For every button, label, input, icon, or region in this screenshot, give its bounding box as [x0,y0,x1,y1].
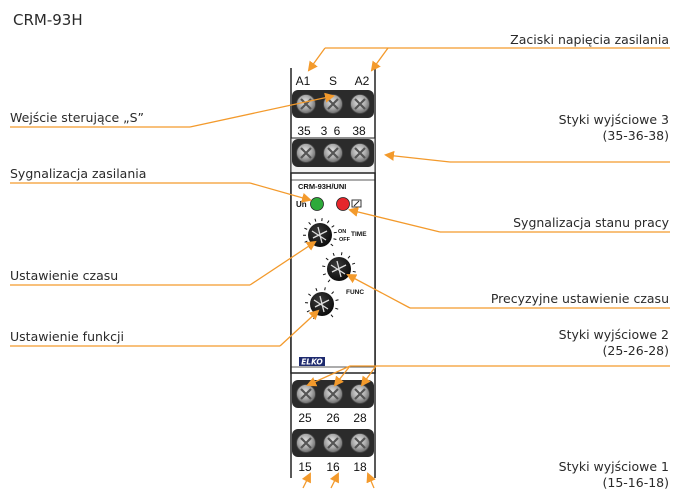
terminal-label-28: 28 [353,411,367,425]
svg-text:ELKO: ELKO [301,358,323,367]
time-label: TIME [351,231,367,238]
label-output2: Styki wyjściowe 2 [558,327,669,342]
label-function-setting: Ustawienie funkcji [10,329,124,344]
screw-middle-2 [323,384,343,404]
screw-middle-3 [350,384,370,404]
terminal-label-25: 25 [298,411,312,425]
screw-upper-1 [296,143,316,163]
terminal-label-38: 38 [352,124,366,138]
un-label: Un [296,200,307,209]
screw-upper-3 [350,143,370,163]
screw-middle-1 [296,384,316,404]
label-output1-pins: (15-16-18) [602,475,670,490]
state-led [336,197,350,211]
label-output1: Styki wyjściowe 1 [558,459,669,474]
time-knob-mark-icon [311,226,328,244]
func-knob-mark-icon [313,295,330,313]
terminal-label-a1: A1 [296,74,311,88]
screw-top-3 [350,94,370,114]
label-power-terminals: Zaciski napięcia zasilania [510,32,669,47]
screw-bottom-1 [296,433,316,453]
fine-knob-mark-icon [330,260,347,278]
page-title: CRM-93H [13,11,83,29]
screw-bottom-3 [350,433,370,453]
terminal-label-15: 15 [298,460,312,474]
power-led [310,197,324,211]
model-label: CRM-93H/UNI [298,182,346,191]
screw-upper-2 [323,143,343,163]
elko-logo: ELKO [299,357,325,367]
terminal-label-a2: A2 [355,74,370,88]
terminal-label-s: S [329,74,337,88]
label-control-input: Wejście sterujące „S” [10,110,145,125]
on-label: ON [338,229,346,235]
relay-symbol-icon [351,199,362,208]
func-label: FUNC [346,289,364,296]
leader-lines [10,47,670,489]
terminal-label-3: 3 [321,124,328,138]
terminal-label-35: 35 [297,124,311,138]
label-output2-pins: (25-26-28) [602,343,670,358]
label-fine-time: Precyzyjne ustawienie czasu [490,291,669,306]
label-output3-pins: (35-36-38) [602,128,670,143]
screw-bottom-2 [323,433,343,453]
label-output3: Styki wyjściowe 3 [558,112,669,127]
label-state-signal: Sygnalizacja stanu pracy [513,215,669,230]
terminal-label-16: 16 [326,460,340,474]
label-power-signal: Sygnalizacja zasilania [10,166,147,181]
terminal-label-18: 18 [353,460,367,474]
off-label: OFF [339,237,351,243]
terminal-label-6: 6 [334,124,341,138]
label-time-setting: Ustawienie czasu [10,268,119,283]
terminal-label-26: 26 [326,411,340,425]
screw-top-1 [296,94,316,114]
